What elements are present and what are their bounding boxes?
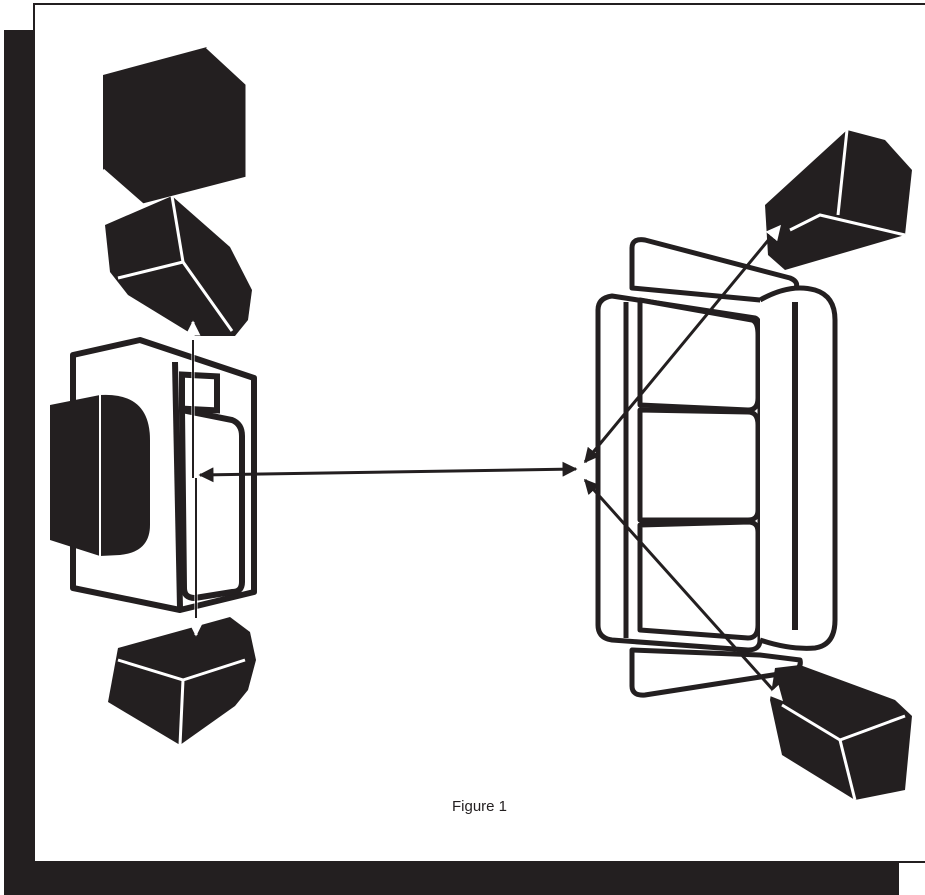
frame-shadow	[4, 30, 899, 895]
rear-right-speaker	[770, 665, 912, 801]
subwoofer	[50, 394, 150, 556]
figure-caption: Figure 1	[452, 798, 508, 815]
center-speaker	[105, 195, 252, 336]
front-left-speaker	[102, 45, 249, 207]
rear-left-distance-arrow	[583, 224, 782, 464]
center-distance-arrow	[198, 461, 578, 483]
front-right-speaker	[108, 617, 256, 746]
rear-right-distance-arrow	[583, 478, 784, 702]
rear-left-speaker	[765, 129, 912, 270]
